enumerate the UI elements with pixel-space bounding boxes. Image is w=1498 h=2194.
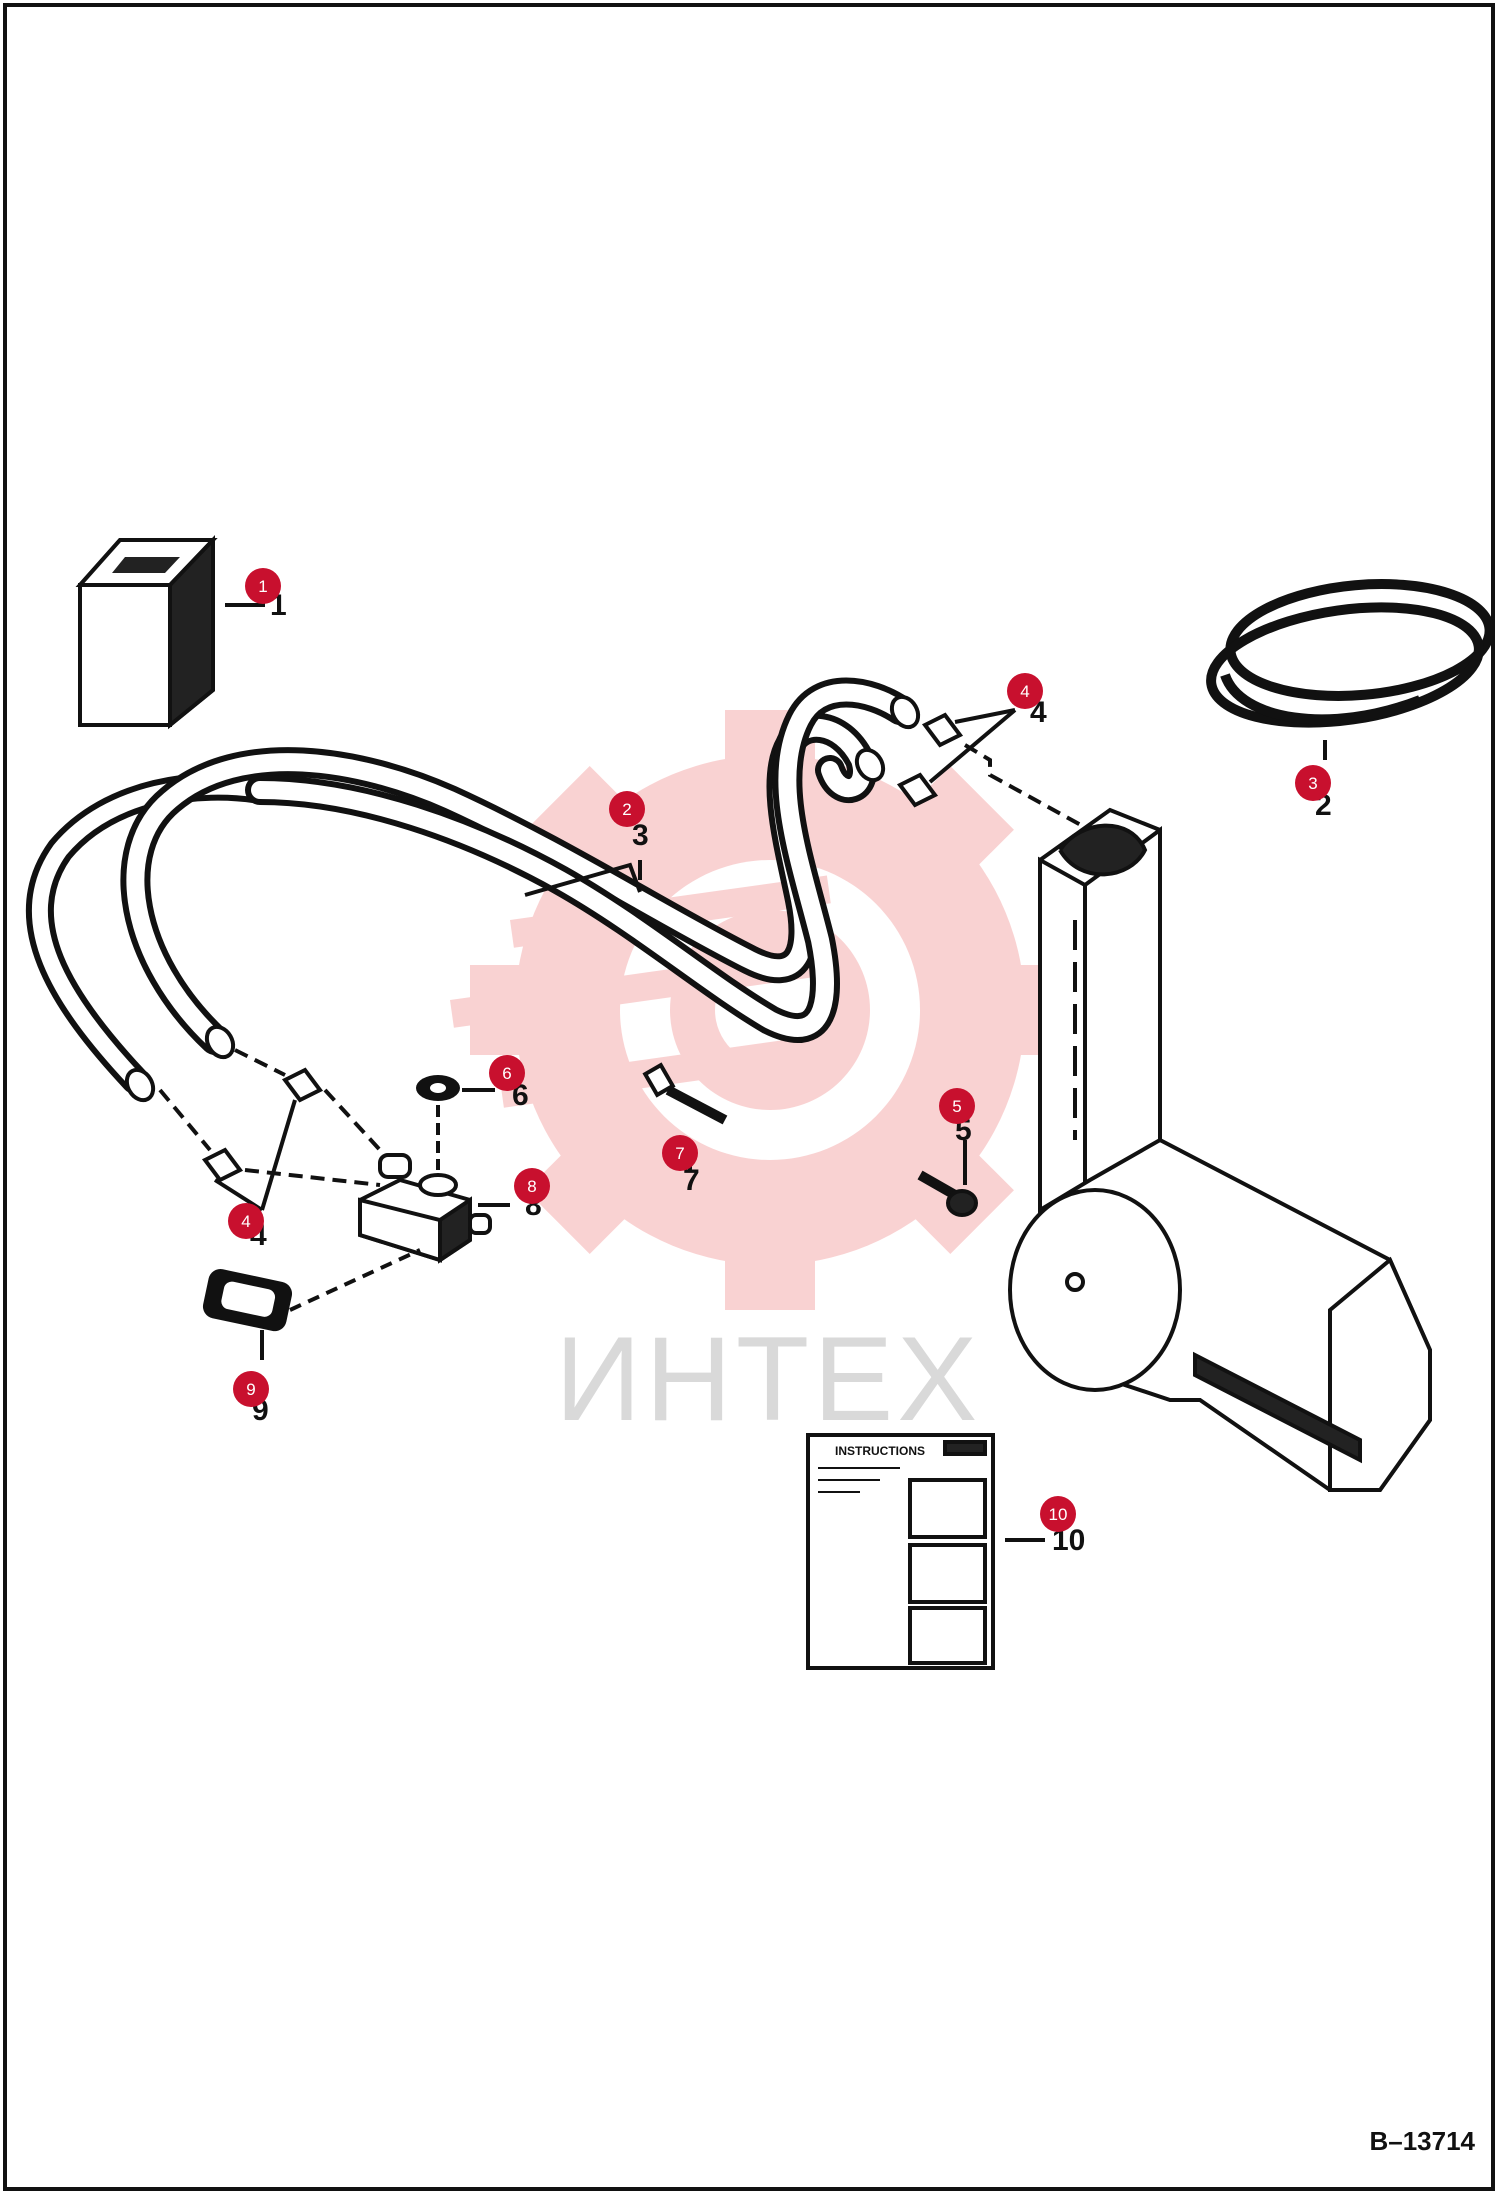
callout-badge-4a[interactable]: 4 [1007,673,1043,709]
callout-badge-4b[interactable]: 4 [228,1203,264,1239]
page-border [3,3,1495,2191]
svg-text:6: 6 [502,1064,511,1083]
callout-badge-9[interactable]: 9 [233,1371,269,1407]
valve-part [358,1153,510,1264]
svg-text:5: 5 [952,1097,961,1116]
callout-badge-2[interactable]: 3 [1295,765,1331,801]
instruction-sheet: INSTRUCTIONS [806,1433,1045,1670]
svg-text:4: 4 [1020,682,1029,701]
drawing-code: B–13714 [1369,2126,1475,2156]
heater-unit [1008,807,1432,1492]
hose-clamps-upper [896,712,964,808]
box-part [75,535,218,730]
callout-badge-3[interactable]: 2 [609,791,645,827]
svg-text:7: 7 [683,1164,700,1197]
watermark-text: ИНТЕХ [555,1312,981,1446]
screw-part [917,1150,978,1217]
callout-badge-5[interactable]: 5 [939,1088,975,1124]
callout-badge-1[interactable]: 1 [245,568,281,604]
svg-text:7: 7 [675,1144,684,1163]
svg-text:10: 10 [1049,1505,1068,1524]
svg-text:9: 9 [246,1380,255,1399]
callout-badges: 1 3 2 4 4 5 6 7 8 9 10 [228,568,1331,1532]
washer-part [416,1075,495,1170]
callout-badge-7[interactable]: 7 [662,1135,698,1171]
svg-text:INSTRUCTIONS: INSTRUCTIONS [835,1444,925,1458]
hose-coil-part [1206,579,1495,728]
heater-hoses-part [25,677,915,1094]
svg-text:8: 8 [527,1177,536,1196]
hose-clamps-lower [201,1067,324,1183]
gasket-part [202,1248,421,1360]
svg-text:3: 3 [1308,774,1317,793]
callout-badge-6[interactable]: 6 [489,1055,525,1091]
callout-badge-8[interactable]: 8 [514,1168,550,1204]
svg-text:4: 4 [241,1212,250,1231]
svg-text:3: 3 [632,819,649,852]
svg-text:1: 1 [258,577,267,596]
svg-text:2: 2 [622,800,631,819]
callout-badge-10[interactable]: 10 [1040,1496,1076,1532]
hose-ends [124,694,921,1103]
